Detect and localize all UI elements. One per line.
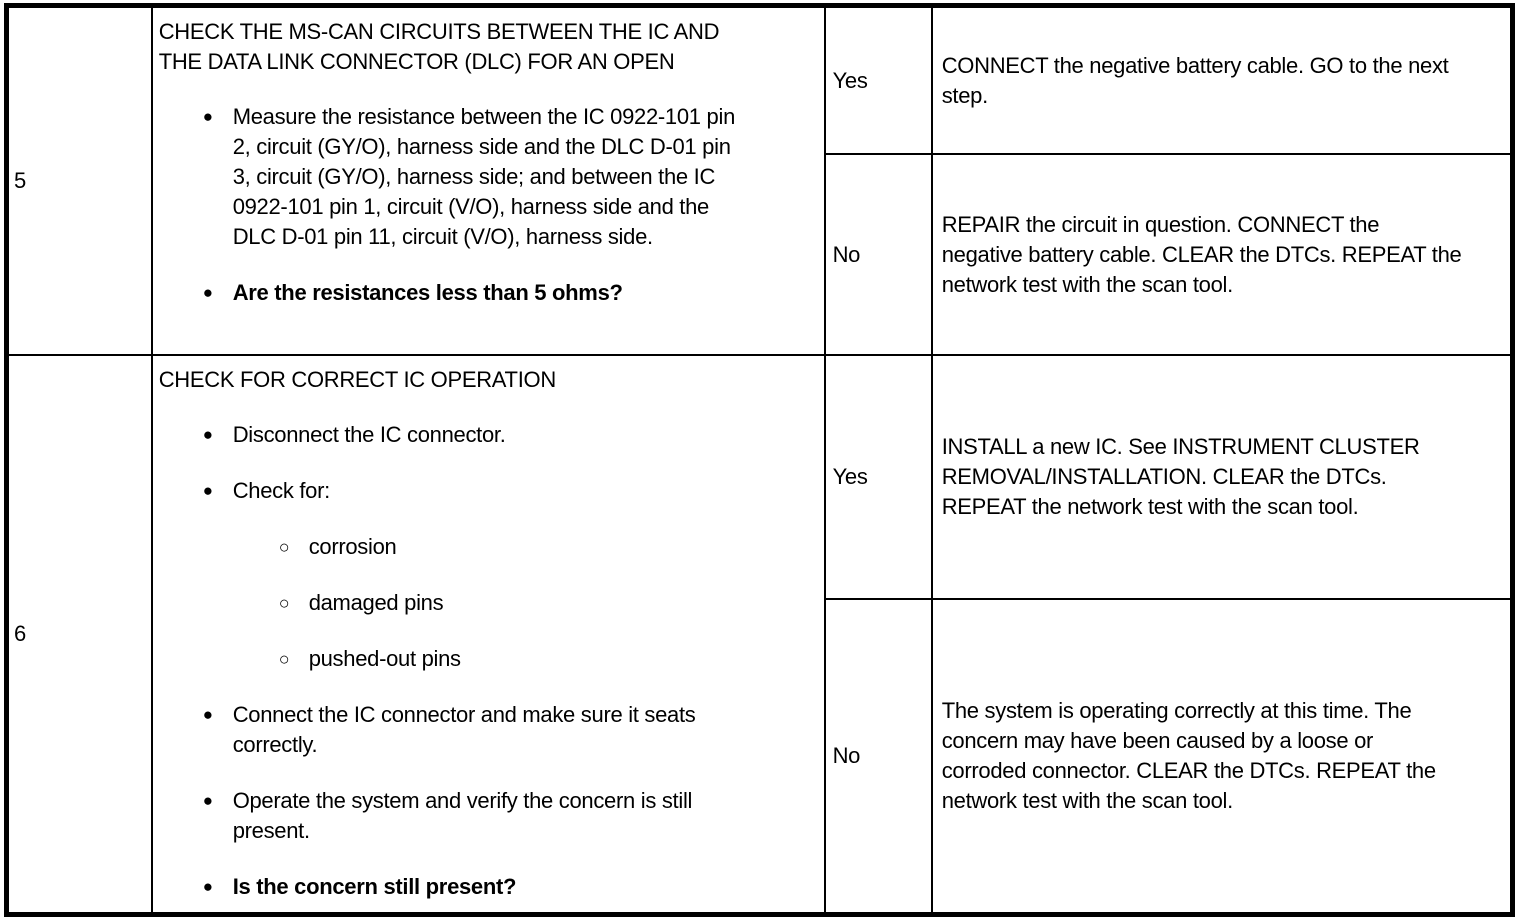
bullet-text: Connect the IC connector and make sure i… (232, 702, 696, 757)
answer-no-label: No (823, 598, 933, 916)
bullet-text: Is the concern still present? (232, 874, 517, 899)
action-cell: CHECK THE MS-CAN CIRCUITS BETWEEN THE IC… (150, 4, 826, 356)
bullet-text: Check for: (232, 478, 331, 503)
bullet-item: ● Are the resistances less than 5 ohms? (159, 278, 816, 308)
circle-bullet-icon: ○ (278, 593, 290, 613)
circle-bullet-icon: ○ (278, 649, 290, 669)
answer-yes-label: Yes (823, 4, 933, 155)
bullet-item: ○ corrosion (159, 532, 816, 562)
bullet-icon: ● (202, 425, 213, 444)
bullet-icon: ● (202, 877, 213, 896)
action-cell: CHECK FOR CORRECT IC OPERATION ● Disconnec… (150, 354, 826, 916)
bullet-item: ○ damaged pins (159, 588, 816, 618)
bullet-text: pushed-out pins (308, 646, 461, 671)
answer-no-label: No (823, 153, 933, 356)
bullet-icon: ● (202, 705, 213, 724)
result-no-text: The system is operating correctly at thi… (941, 698, 1436, 813)
circle-bullet-icon: ○ (278, 537, 290, 557)
bullet-item: ● Measure the resistance between the IC 0… (159, 102, 816, 252)
action-title: CHECK FOR CORRECT IC OPERATION (158, 367, 557, 392)
step-number-cell: 5 (5, 4, 153, 356)
bullet-text: Disconnect the IC connector. (232, 422, 506, 447)
bullet-icon: ● (202, 481, 213, 500)
bullet-item: ● Disconnect the IC connector. (159, 420, 816, 450)
bullet-item: ● Connect the IC connector and make sure … (159, 700, 816, 760)
result-yes-text: CONNECT the negative battery cable. GO t… (941, 52, 1449, 108)
action-bullet-list: ● Measure the resistance between the IC 0… (159, 102, 816, 308)
result-yes-cell: INSTALL a new IC. See INSTRUMENT CLUSTER… (930, 354, 1514, 600)
action-title: CHECK THE MS-CAN CIRCUITS BETWEEN THE IC… (158, 19, 720, 74)
action-bullet-list: ● Disconnect the IC connector. ● Check for:… (159, 420, 816, 902)
bullet-icon: ● (202, 107, 213, 126)
bullet-item: ● Check for: (159, 476, 816, 506)
bullet-icon: ● (202, 791, 213, 810)
result-no-text: REPAIR the circuit in question. CONNECT … (941, 211, 1462, 297)
bullet-text: Operate the system and verify the concer… (232, 788, 693, 843)
result-yes-cell: CONNECT the negative battery cable. GO t… (930, 4, 1514, 155)
result-yes-text: INSTALL a new IC. See INSTRUMENT CLUSTER… (941, 434, 1420, 519)
result-no-cell: The system is operating correctly at thi… (930, 598, 1514, 916)
result-no-cell: REPAIR the circuit in question. CONNECT … (930, 153, 1514, 356)
step-number-cell: 6 (5, 354, 153, 916)
bullet-item: ● Is the concern still present? (159, 872, 816, 902)
bullet-item: ○ pushed-out pins (159, 644, 816, 674)
answer-yes-label: Yes (823, 354, 933, 600)
bullet-text: Are the resistances less than 5 ohms? (232, 280, 623, 305)
bullet-item: ● Operate the system and verify the conce… (159, 786, 816, 846)
bullet-text: Measure the resistance between the IC 09… (232, 104, 736, 249)
bullet-text: damaged pins (308, 590, 444, 615)
bullet-icon: ● (202, 283, 213, 302)
bullet-text: corrosion (308, 534, 397, 559)
